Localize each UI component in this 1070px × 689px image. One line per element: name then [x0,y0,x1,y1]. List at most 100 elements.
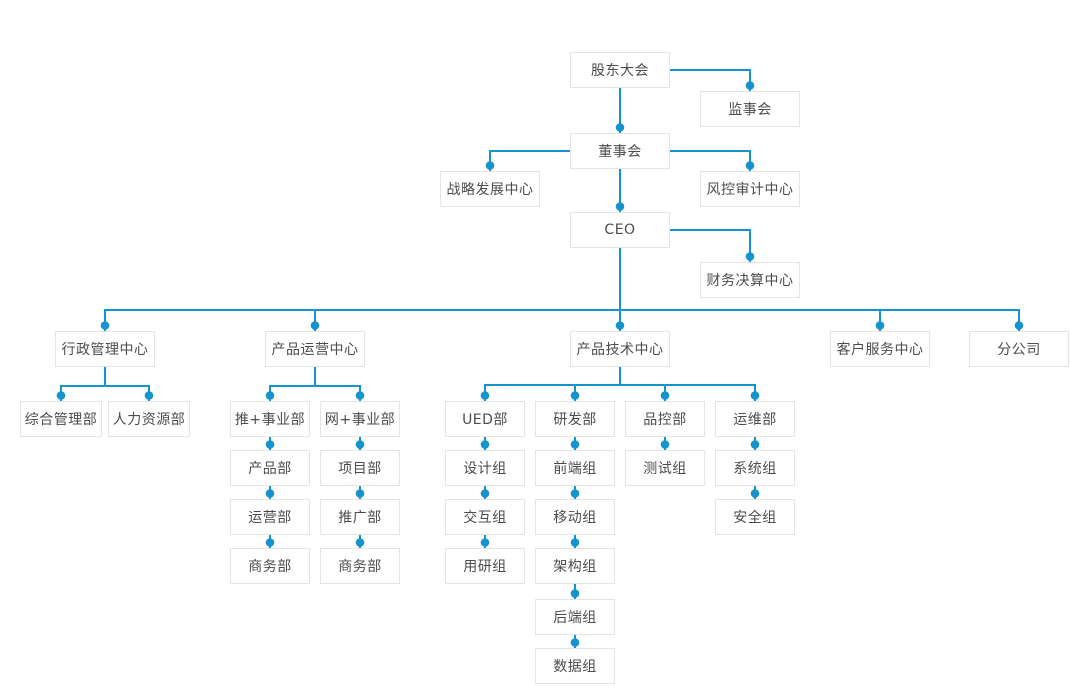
connector-dot [265,391,275,400]
connector-dot [875,321,885,330]
connector-line [574,367,621,401]
org-node-qc-dept: 品控部 [625,401,705,437]
org-node-label: 系统组 [733,461,777,477]
org-node-label: 推广部 [338,510,382,526]
connector-dot [100,321,110,330]
org-node-label: 推+事业部 [234,412,306,428]
connector-dot [355,489,365,498]
org-node-ops-maint-dept: 运维部 [715,401,795,437]
connector-dot [750,440,760,449]
org-node-ceo: CEO [570,212,670,248]
connector-dot [570,440,580,449]
connector-dot [615,202,625,211]
org-node-product-ops-center: 产品运营中心 [265,331,365,367]
org-node-label: 项目部 [338,461,382,477]
org-node-label: 网+事业部 [324,412,396,428]
org-node-test-group: 测试组 [625,450,705,486]
connector-dot [144,391,154,400]
org-node-backend-group: 后端组 [535,599,615,635]
org-node-branch-company: 分公司 [969,331,1069,367]
org-node-label: 风控审计中心 [706,182,794,198]
org-node-label: 监事会 [728,102,772,118]
org-node-label: 运营部 [248,510,292,526]
org-node-label: 产品技术中心 [576,342,664,358]
connector-dot [480,489,490,498]
connector-dot [56,391,66,400]
connector-line [619,367,756,401]
connector-dot [265,538,275,547]
org-node-label: 董事会 [598,144,642,160]
connector-dot [745,161,755,170]
connector-dot [480,538,490,547]
connector-line [670,69,751,91]
org-node-risk-audit-center: 风控审计中心 [700,171,800,207]
org-node-label: 移动组 [553,510,597,526]
org-node-label: 客户服务中心 [836,342,924,358]
connector-dot [570,638,580,647]
org-node-design-group: 设计组 [445,450,525,486]
org-node-label: UED部 [462,412,508,428]
connector-dot [480,391,490,400]
connector-dot [615,123,625,132]
connector-line [670,229,751,262]
org-node-data-group: 数据组 [535,648,615,684]
org-node-label: 运维部 [733,412,777,428]
org-node-rd-dept: 研发部 [535,401,615,437]
connector-dot [570,489,580,498]
org-node-label: 人力资源部 [112,412,186,428]
org-node-label: 研发部 [553,412,597,428]
org-node-label: 后端组 [553,610,597,626]
org-node-board-of-directors: 董事会 [570,133,670,169]
org-node-interaction-group: 交互组 [445,499,525,535]
org-node-product-dept: 产品部 [230,450,310,486]
org-node-label: 分公司 [997,342,1041,358]
org-node-architecture-group: 架构组 [535,548,615,584]
org-node-operation-dept: 运营部 [230,499,310,535]
connector-dot [660,440,670,449]
org-node-label: 品控部 [643,412,687,428]
org-node-label: 架构组 [553,559,597,575]
org-node-supervisory-board: 监事会 [700,91,800,127]
connector-dot [570,391,580,400]
org-node-label: 股东大会 [591,63,649,79]
org-node-wang-business-unit: 网+事业部 [320,401,400,437]
connector-dot [570,538,580,547]
connector-dot [615,321,625,330]
org-node-shareholders-meeting: 股东大会 [570,52,670,88]
connector-line [314,248,621,331]
connector-dot [660,391,670,400]
org-node-label: 综合管理部 [24,412,98,428]
org-node-label: 交互组 [463,510,507,526]
org-node-business-dept-wang: 商务部 [320,548,400,584]
org-node-label: 数据组 [553,659,597,675]
org-node-business-dept-tui: 商务部 [230,548,310,584]
org-node-label: 安全组 [733,510,777,526]
org-node-label: 用研组 [463,559,507,575]
connector-line [670,150,751,171]
org-node-label: 设计组 [463,461,507,477]
org-node-label: 财务决算中心 [706,273,794,289]
org-node-admin-mgmt-center: 行政管理中心 [55,331,155,367]
connector-dot [570,589,580,598]
org-node-hr-dept: 人力资源部 [108,401,190,437]
org-node-label: 行政管理中心 [61,342,149,358]
org-node-label: 商务部 [338,559,382,575]
org-node-label: CEO [604,222,636,238]
org-node-label: 前端组 [553,461,597,477]
org-node-label: 商务部 [248,559,292,575]
org-node-project-dept: 项目部 [320,450,400,486]
org-node-label: 战略发展中心 [446,182,534,198]
org-node-security-group: 安全组 [715,499,795,535]
connector-dot [310,321,320,330]
org-node-promotion-dept: 推广部 [320,499,400,535]
org-node-system-group: 系统组 [715,450,795,486]
org-node-ued-dept: UED部 [445,401,525,437]
org-node-user-research-group: 用研组 [445,548,525,584]
connector-dot [750,391,760,400]
org-node-tui-business-unit: 推+事业部 [230,401,310,437]
org-node-finance-settle-center: 财务决算中心 [700,262,800,298]
org-node-frontend-group: 前端组 [535,450,615,486]
connector-dot [355,440,365,449]
connector-line [489,150,570,171]
